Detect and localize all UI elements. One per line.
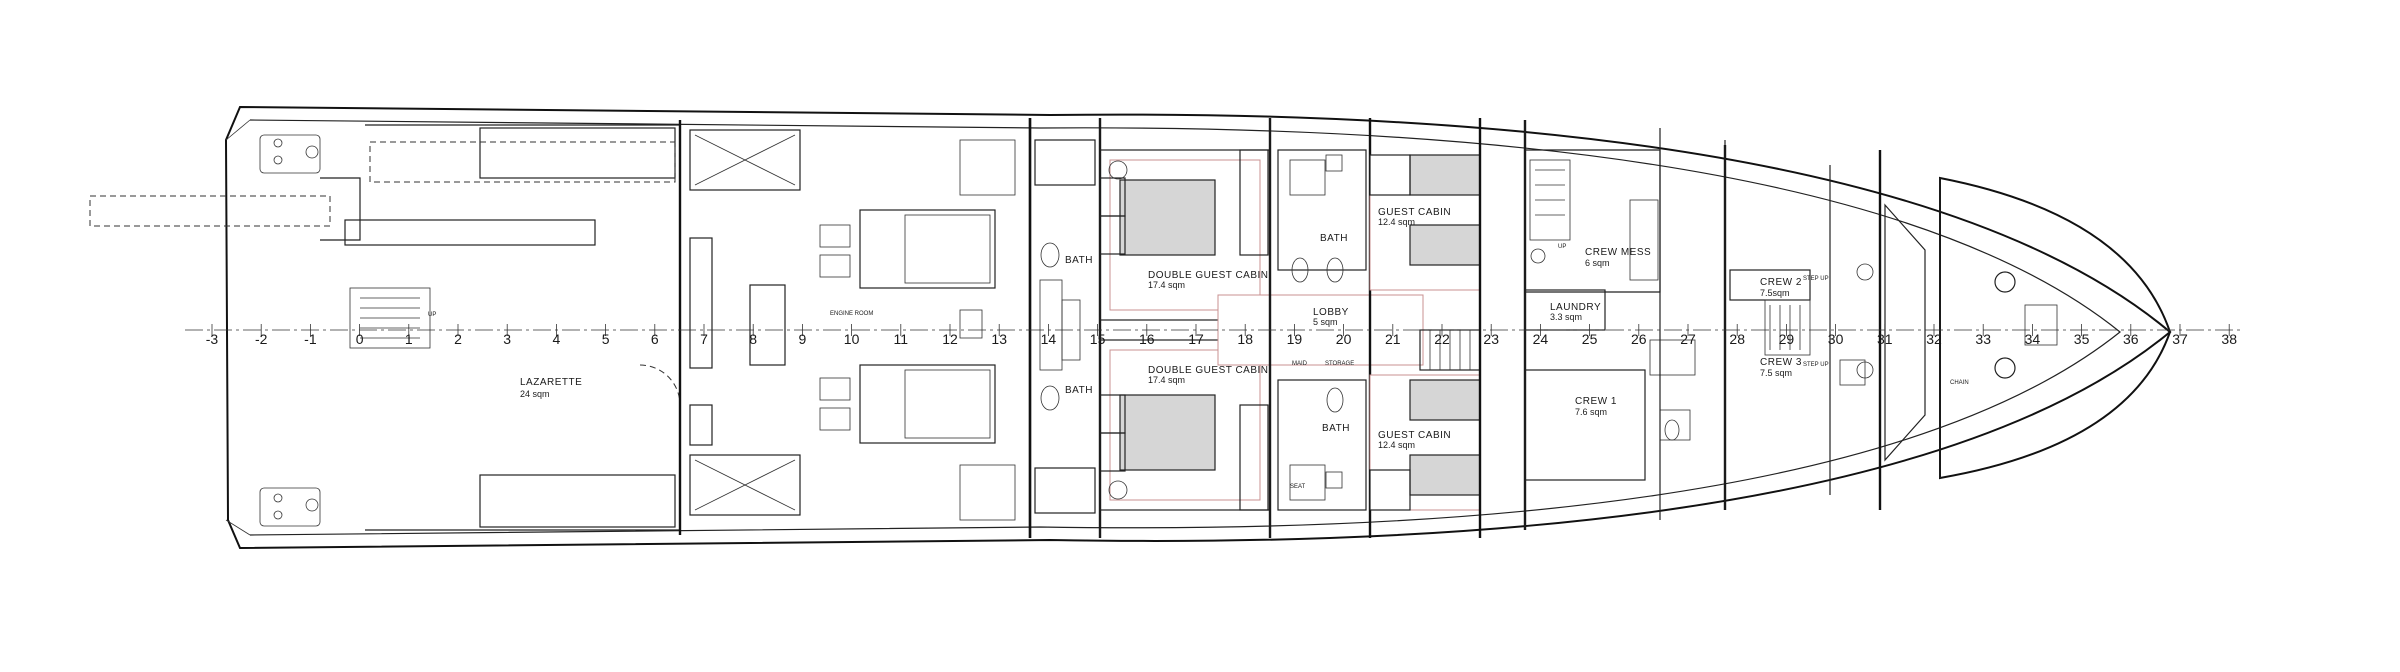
stair-aft <box>360 297 420 339</box>
frame-number: 20 <box>1336 331 1352 347</box>
guest-cabin-upper-area: 12.4 sqm <box>1378 217 1415 227</box>
frame-number: 34 <box>2025 331 2041 347</box>
double-cabin-lower-label: DOUBLE GUEST CABIN <box>1148 365 1269 376</box>
frame-number: -1 <box>304 331 317 347</box>
bath-mid-lower-label: BATH <box>1322 423 1350 434</box>
frame-number: 2 <box>454 331 462 347</box>
frame-bulkheads <box>1099 118 1831 538</box>
crew-2-area: 7.5sqm <box>1760 288 1790 298</box>
bath-lower-label: BATH <box>1065 385 1093 396</box>
frame-number: 24 <box>1533 331 1549 347</box>
double-cabin-upper-area: 17.4 sqm <box>1148 280 1185 290</box>
lazarette-area: 24 sqm <box>520 389 550 399</box>
laundry: LAUNDRY 3.3 sqm <box>1524 289 1606 331</box>
frame-number: 29 <box>1779 331 1795 347</box>
frame-number: 28 <box>1729 331 1745 347</box>
frame-number: 5 <box>602 331 610 347</box>
frame-number: 1 <box>405 331 413 347</box>
crew-3-area: 7.5 sqm <box>1760 368 1792 378</box>
frame-number: 23 <box>1483 331 1499 347</box>
guest-cabin-upper-label: GUEST CABIN <box>1378 207 1451 218</box>
frame-number: 3 <box>503 331 511 347</box>
laundry-area: 3.3 sqm <box>1550 312 1582 322</box>
crew-mess: UP CREW MESS 6 sqm <box>1525 149 1661 293</box>
frame-number: 22 <box>1434 331 1450 347</box>
double-cabin-lower: DOUBLE GUEST CABIN 17.4 sqm <box>1099 339 1271 511</box>
maid-label: MAID <box>1292 361 1308 367</box>
lobby-area: 5 sqm <box>1313 317 1338 327</box>
frame-number: 33 <box>1975 331 1991 347</box>
double-cabin-lower-area: 17.4 sqm <box>1148 375 1185 385</box>
frame-number: 15 <box>1090 331 1106 347</box>
guest-cabin-lower-label: GUEST CABIN <box>1378 430 1451 441</box>
crew-mess-area: 6 sqm <box>1585 258 1610 268</box>
bath-upper-label: BATH <box>1065 255 1093 266</box>
frame-number: 17 <box>1188 331 1204 347</box>
lobby-label: LOBBY <box>1313 307 1349 318</box>
up-label-lazarette: UP <box>428 312 436 318</box>
frame-number: 37 <box>2172 331 2188 347</box>
frame-number: 19 <box>1287 331 1303 347</box>
hull-outline <box>224 105 2172 550</box>
lazarette-label: LAZARETTE <box>520 377 582 388</box>
frame-number: 8 <box>749 331 757 347</box>
up-label-crew: UP <box>1558 244 1566 250</box>
frame-number: 11 <box>894 331 909 347</box>
frame-number: 14 <box>1041 331 1057 347</box>
storage-label: STORAGE <box>1325 361 1354 367</box>
engine-room: ENGINE ROOM <box>678 118 1032 538</box>
engine-port <box>819 209 996 289</box>
bath-column: BATH BATH <box>1028 118 1102 538</box>
frame-number: 4 <box>553 331 561 347</box>
frame-number: 16 <box>1139 331 1155 347</box>
frame-number: 0 <box>356 331 364 347</box>
frame-number: 26 <box>1631 331 1647 347</box>
frame-number: 35 <box>2074 331 2090 347</box>
crew-2-label: CREW 2 <box>1760 277 1802 288</box>
engine-room-label: ENGINE ROOM <box>830 311 873 317</box>
crew-1-area: 7.6 sqm <box>1575 407 1607 417</box>
frame-number: 32 <box>1926 331 1942 347</box>
guest-cabin-lower-area: 12.4 sqm <box>1378 440 1415 450</box>
double-cabin-upper: DOUBLE GUEST CABIN 17.4 sqm <box>1099 149 1271 321</box>
bath-mid-upper: BATH <box>1277 149 1367 283</box>
frame-number: 30 <box>1828 331 1844 347</box>
frame-number: 25 <box>1582 331 1598 347</box>
frame-number: 6 <box>651 331 659 347</box>
guest-cabin-upper: GUEST CABIN 12.4 sqm <box>1369 154 1481 291</box>
double-cabin-upper-label: DOUBLE GUEST CABIN <box>1148 270 1269 281</box>
seat-label: SEAT <box>1290 484 1306 490</box>
frame-number: 12 <box>942 331 958 347</box>
frame-number: 18 <box>1237 331 1253 347</box>
bath-mid-upper-label: BATH <box>1320 233 1348 244</box>
crew-mess-label: CREW MESS <box>1585 247 1651 258</box>
lazarette-room: LAZARETTE 24 sqm <box>320 124 681 531</box>
frame-number: -2 <box>255 331 268 347</box>
laundry-label: LAUNDRY <box>1550 302 1601 313</box>
chain-label: CHAIN <box>1950 380 1969 386</box>
engine-starboard <box>819 364 996 444</box>
frame-number: 9 <box>799 331 807 347</box>
guest-cabin-lower: GUEST CABIN 12.4 sqm <box>1369 374 1481 511</box>
frame-number: 10 <box>844 331 860 347</box>
frame-number: 31 <box>1877 331 1893 347</box>
frame-number: -3 <box>206 331 219 347</box>
frame-number: 38 <box>2221 331 2237 347</box>
crew-1-label: CREW 1 <box>1575 396 1617 407</box>
frame-number: 21 <box>1385 331 1401 347</box>
step-up-2-label: STEP UP <box>1803 362 1829 368</box>
crew-1: CREW 1 7.6 sqm <box>1524 339 1696 481</box>
aft-platform: UP <box>89 134 436 527</box>
step-up-1-label: STEP UP <box>1803 276 1829 282</box>
crew-3-label: CREW 3 <box>1760 357 1802 368</box>
bath-mid-lower: BATH MAID STORAGE SEAT <box>1277 361 1367 511</box>
frame-number: 36 <box>2123 331 2139 347</box>
frame-number: 27 <box>1680 331 1696 347</box>
frame-number: 7 <box>700 331 708 347</box>
crew-3: CREW 3 7.5 sqm STEP UP <box>1760 357 1874 386</box>
frame-number: 13 <box>991 331 1007 347</box>
